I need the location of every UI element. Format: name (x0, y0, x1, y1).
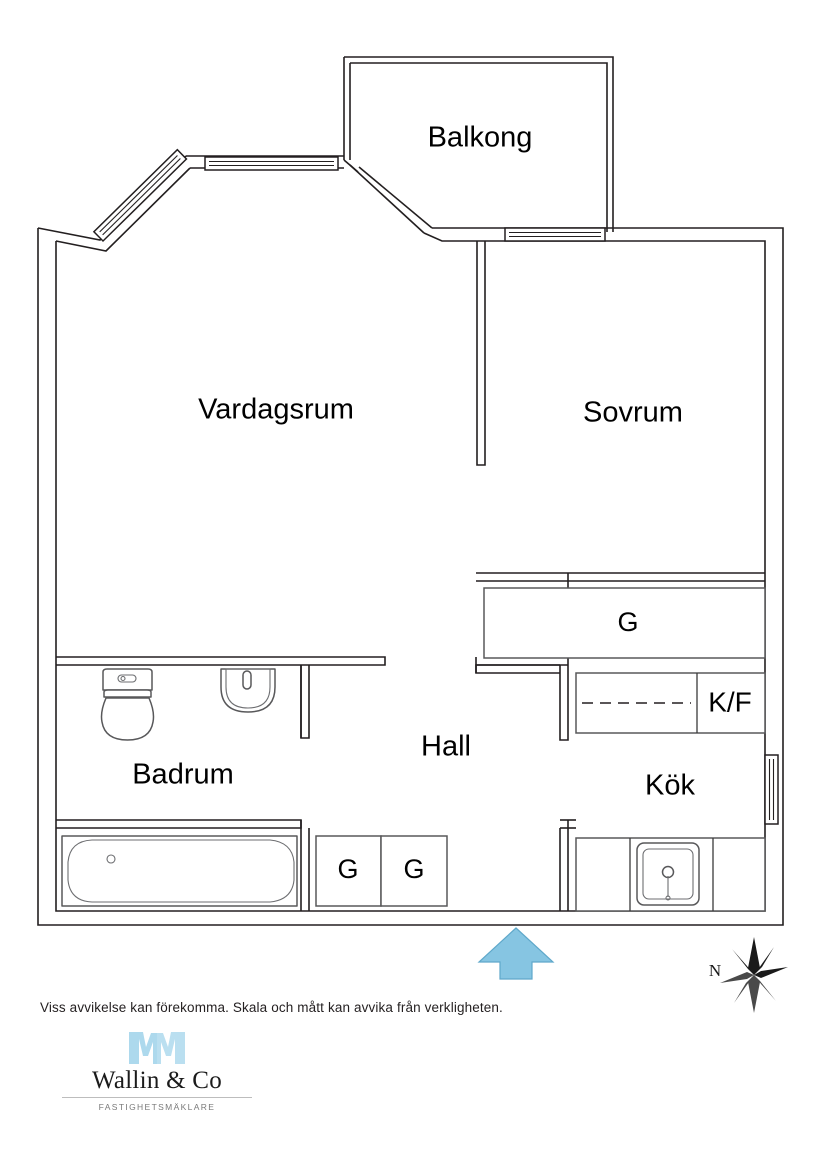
logo-divider (62, 1097, 252, 1099)
bedroom-balcony-window (504, 227, 606, 242)
room-label-vardagsrum: Vardagsrum (198, 394, 354, 426)
wardrobe-label-bedroom: G (617, 607, 638, 637)
disclaimer-text: Viss avvikelse kan förekomma. Skala och … (40, 1000, 503, 1015)
exterior-walls (37, 155, 784, 926)
wardrobe-label-hall-1: G (337, 854, 358, 884)
hall-wardrobes (315, 835, 448, 907)
compass-rose (720, 937, 788, 1013)
wardrobe-label-hall-2: G (403, 854, 424, 884)
living-room-angled-window (92, 148, 188, 243)
brand-subtitle: FASTIGHETSMÄKLARE (98, 1102, 216, 1113)
kitchen-sink-fixture (636, 842, 700, 906)
living-room-bay-window (204, 156, 339, 171)
wallin-crown-icon (129, 1032, 185, 1064)
fridge-freezer-label: K/F (708, 686, 752, 717)
room-label-badrum: Badrum (132, 759, 234, 791)
balcony-structure (343, 56, 614, 234)
brand-logo: Wallin & Co FASTIGHETSMÄKLARE (62, 1030, 252, 1112)
entrance-arrow (477, 927, 555, 980)
washbasin-fixture (220, 668, 276, 713)
interior-walls (56, 241, 765, 911)
bedroom-wardrobe (483, 587, 766, 659)
kitchen-window (764, 754, 779, 825)
kitchen-fridge-freezer-cabinet (575, 672, 766, 734)
room-label-kok: Kök (645, 770, 695, 802)
toilet-fixture (100, 668, 155, 741)
bathtub-fixture (61, 835, 298, 907)
room-label-balkong: Balkong (428, 122, 533, 154)
room-label-hall: Hall (421, 731, 471, 763)
brand-wordmark: Wallin & Co (92, 1067, 222, 1094)
compass-north-label: N (709, 961, 721, 980)
room-label-sovrum: Sovrum (583, 397, 683, 429)
